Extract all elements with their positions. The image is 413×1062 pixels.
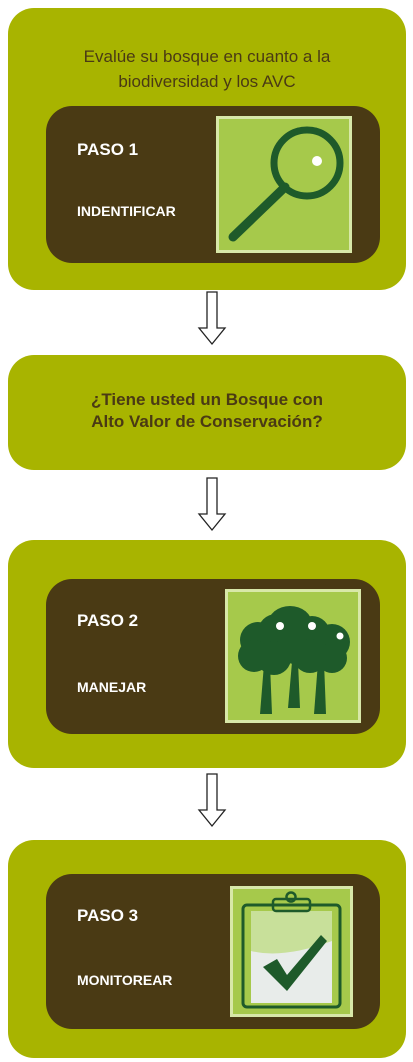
step1-label: INDENTIFICAR [77,203,176,219]
question-line-2: Alto Valor de Conservación? [91,412,323,431]
step2-panel: PASO 2 MANEJAR [8,540,406,768]
step1-number: PASO 1 [77,140,139,159]
question-text: ¿Tiene usted un Bosque con Alto Valor de… [8,389,406,433]
intro-line-1: Evalúe su bosque en cuanto a la [83,47,331,66]
step1-card: PASO 1 INDENTIFICAR [46,106,380,263]
magnifying-glass-icon [228,126,344,242]
step3-panel: PASO 3 MONITOREAR [8,840,406,1058]
step3-label: MONITOREAR [77,972,173,988]
step2-label: MANEJAR [77,679,147,695]
step2-card: PASO 2 MANEJAR [46,579,380,734]
down-arrow-icon [197,291,227,346]
intro-line-2: biodiversidad y los AVC [118,72,296,91]
clipboard-check-icon [241,891,342,1009]
step3-card: PASO 3 MONITOREAR [46,874,380,1029]
step1-panel: Evalúe su bosque en cuanto a la biodiver… [8,8,406,290]
step3-number: PASO 3 [77,906,139,925]
question-line-1: ¿Tiene usted un Bosque con [90,390,324,409]
down-arrow-icon [197,773,227,828]
step2-icon-box [225,589,361,723]
step2-number: PASO 2 [77,611,139,630]
step1-icon-box [216,116,352,253]
question-panel: ¿Tiene usted un Bosque con Alto Valor de… [8,355,406,470]
intro-text: Evalúe su bosque en cuanto a la biodiver… [8,44,406,94]
trees-icon [238,606,350,714]
down-arrow-icon [197,477,227,532]
step3-icon-box [230,886,353,1017]
